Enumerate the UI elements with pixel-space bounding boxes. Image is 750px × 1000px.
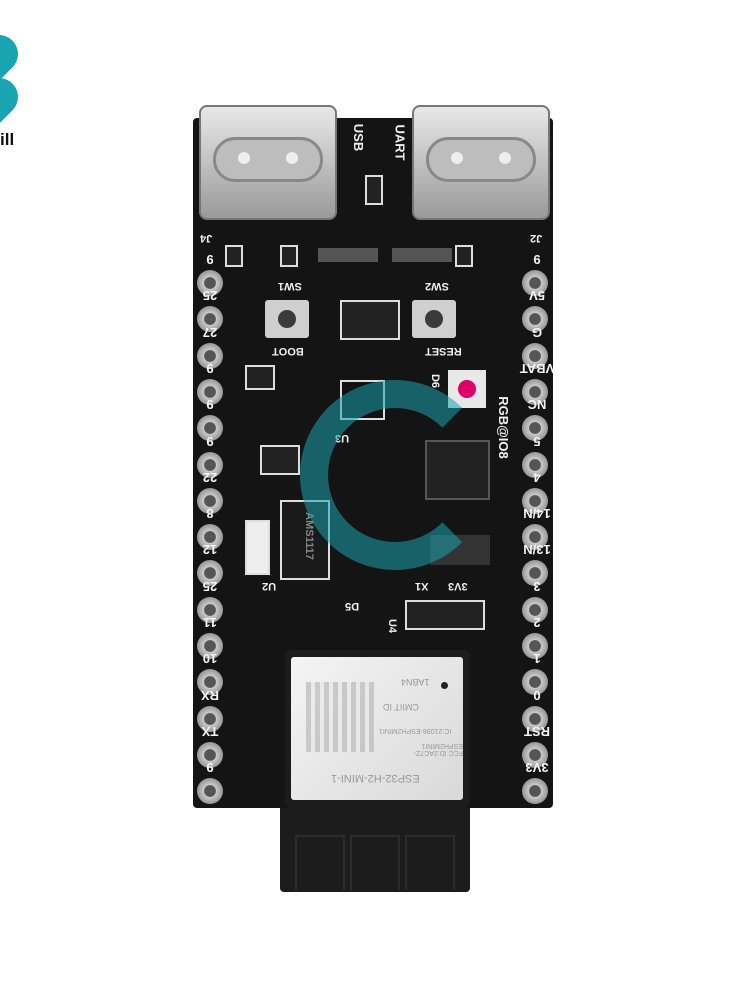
- x1-label: X1: [415, 580, 429, 592]
- header-pin: [522, 669, 548, 696]
- qr-code: [306, 682, 376, 752]
- header-pin: [197, 487, 223, 514]
- right-pin-label: G: [531, 324, 543, 340]
- d6-label: D6: [429, 373, 442, 389]
- header-pin: [522, 415, 548, 442]
- module-line4: 1ABN4: [401, 677, 430, 687]
- uart-usb-c-port: [412, 105, 550, 220]
- module-marking: ESP32-H2-MINI-1: [331, 772, 420, 784]
- logo-mark: [0, 27, 26, 81]
- sw1-label: SW1: [278, 280, 302, 292]
- left-pin-label: 9: [206, 360, 214, 376]
- header-pin: [197, 415, 223, 442]
- 3v3-label: 3V3: [448, 580, 468, 592]
- header-pin: [522, 342, 548, 369]
- right-pin-label: RST: [524, 723, 550, 739]
- header-pin: [197, 778, 223, 805]
- header-pin: [522, 270, 548, 296]
- left-pin-label: 25: [202, 578, 218, 594]
- left-pin-label: 25: [202, 288, 218, 304]
- header-pin: [197, 596, 223, 623]
- right-pin-label: 3: [533, 578, 541, 594]
- header-pin: [522, 778, 548, 805]
- header-pin: [197, 270, 223, 296]
- module-line1: FCC ID:2AC7Z-ESPH2MINI1: [413, 742, 463, 756]
- header-pin: [522, 487, 548, 514]
- left-pin-label: 27: [202, 324, 218, 340]
- header-pin: [197, 524, 223, 551]
- logo-mark: [0, 70, 26, 124]
- left-pin-label: RX: [200, 687, 220, 703]
- usb-c-port: [199, 105, 337, 220]
- right-pin-label: 5: [533, 433, 541, 449]
- header-pin: [522, 705, 548, 732]
- rgb-label: RGB@IO8: [495, 396, 511, 459]
- header-pin: [197, 378, 223, 405]
- left-pin-label: TX: [201, 723, 219, 739]
- header-pin: [522, 560, 548, 587]
- left-pin-label: 11: [203, 615, 217, 630]
- right-pin-label: 5V: [529, 288, 545, 304]
- module-shield: 1ABN4 CMIIT ID IC:21098-ESPH2MINI1 FCC I…: [291, 657, 463, 800]
- header-pin: [522, 378, 548, 405]
- right-pin-label: 14/N: [523, 506, 551, 522]
- right-pin-label: 1: [533, 651, 541, 667]
- j2-label: J2: [530, 232, 543, 244]
- header-pin: [197, 741, 223, 768]
- pcb-antenna: [280, 800, 470, 892]
- right-pin-label: 2: [533, 615, 541, 630]
- module-line2: IC:21098-ESPH2MINI1: [379, 727, 452, 734]
- header-pin: [197, 669, 223, 696]
- header-pin: [522, 451, 548, 478]
- header-pin: [197, 705, 223, 732]
- header-pin: [522, 306, 548, 333]
- sw2-label: SW2: [425, 280, 449, 292]
- header-pin: [197, 633, 223, 659]
- right-pin-label: 3V3: [525, 760, 549, 776]
- header-pin: [197, 342, 223, 369]
- header-pin: [522, 596, 548, 623]
- header-pin: [522, 633, 548, 659]
- module-line3: CMIIT ID: [383, 702, 419, 712]
- reset-button[interactable]: [412, 300, 456, 338]
- right-pin-label: VBAT: [519, 360, 555, 376]
- left-pin-label: 9: [206, 397, 214, 413]
- right-pin-label: 4: [533, 469, 541, 485]
- right-pin-label: 0: [533, 687, 541, 703]
- left-pin-label: 22: [202, 469, 218, 485]
- header-pin: [197, 560, 223, 587]
- left-pin-label: 9: [206, 760, 214, 776]
- left-pin-label: 9: [206, 252, 214, 267]
- boot-label: BOOT: [272, 345, 304, 357]
- right-pin-label: 13/N: [523, 542, 551, 558]
- left-pin-label: 12: [202, 542, 218, 558]
- uart-label: UART: [392, 124, 408, 161]
- u4-label: U4: [386, 618, 399, 634]
- header-pin: [522, 741, 548, 768]
- header-pin: [522, 524, 548, 551]
- logo-text: ill: [0, 130, 15, 149]
- boot-button[interactable]: [265, 300, 309, 338]
- left-pin-label: 8: [206, 506, 214, 522]
- header-pin: [197, 451, 223, 478]
- left-pin-label: 10: [202, 651, 218, 667]
- reset-label: RESET: [425, 345, 462, 357]
- d5-label: D5: [345, 600, 360, 612]
- watermark-logo: [300, 380, 490, 570]
- header-pin: [197, 306, 223, 333]
- j4-label: J4: [200, 232, 213, 244]
- right-pin-label: 9: [533, 252, 541, 267]
- u2-label: U2: [262, 580, 277, 592]
- left-pin-label: 9: [206, 433, 214, 449]
- right-pin-label: NC: [527, 397, 547, 413]
- usb-label: USB: [351, 123, 367, 152]
